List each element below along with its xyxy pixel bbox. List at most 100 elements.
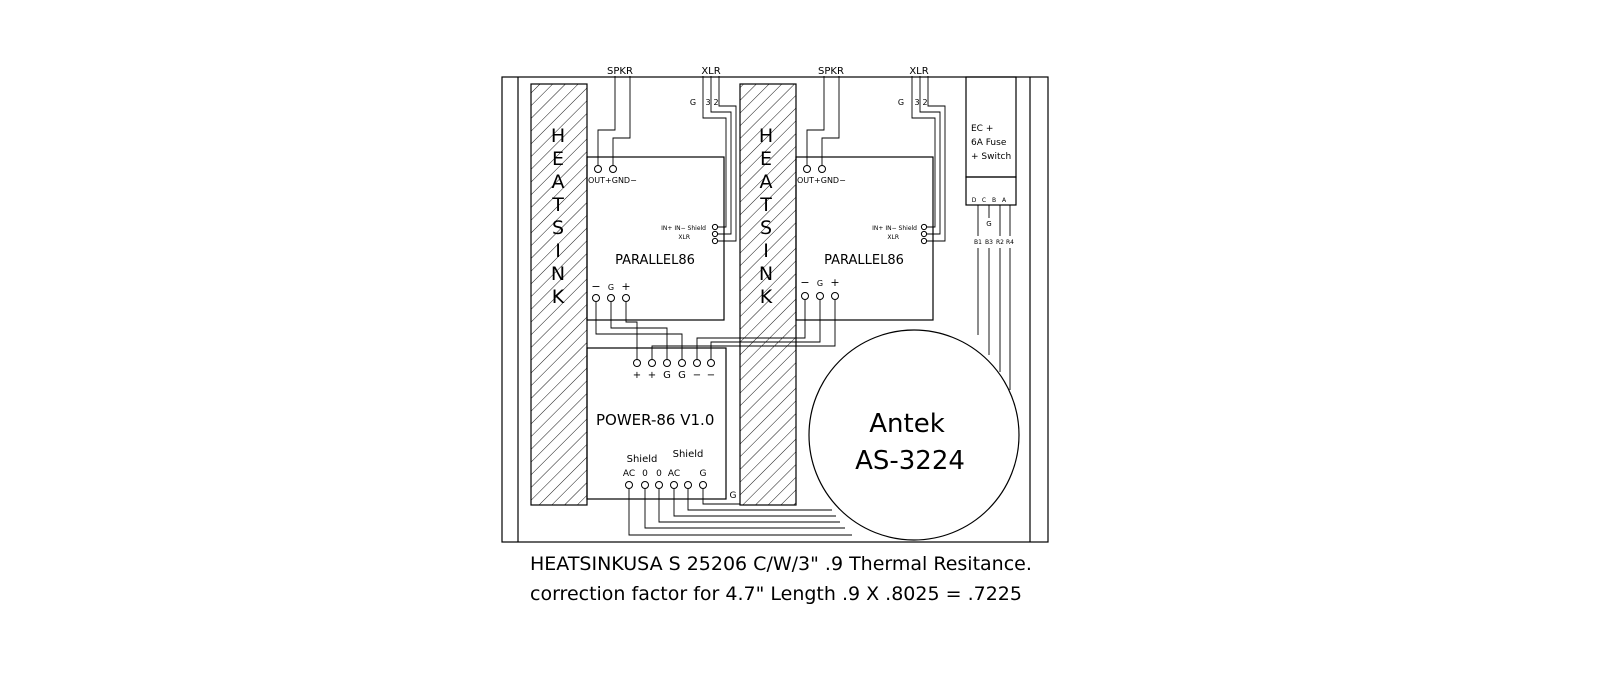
iec-label-line: + Switch (971, 152, 1011, 162)
heatsink-letter: H (759, 125, 773, 147)
heatsink-left (530, 83, 588, 506)
amp-power-terminal (622, 294, 630, 302)
heatsink-letter: I (763, 240, 769, 262)
amp-in-terminal (920, 237, 928, 245)
iec-pin: A (1002, 197, 1007, 204)
amp-power-pin: G (608, 283, 614, 292)
iec-pin: B (992, 197, 996, 204)
xlr-label: XLR (909, 66, 928, 77)
psu-ac-pin: 0 (656, 469, 662, 479)
amp-in-terminal (920, 223, 928, 231)
iec-wires (977, 205, 1011, 390)
chassis-ground-label: G (730, 491, 737, 501)
amp-in-terminal (711, 223, 719, 231)
amp-power-terminal (816, 292, 824, 300)
amp-power-terminal (831, 292, 839, 300)
heatsink-letter: S (760, 217, 772, 239)
amp-xlr-label: XLR (887, 234, 899, 241)
psu-ac-terminal (641, 481, 649, 489)
iec-pin: C (982, 197, 986, 204)
psu-dc-terminal (693, 359, 701, 367)
amp-power-pin: − (591, 280, 600, 293)
heatsink-letter: N (551, 263, 565, 285)
iec-label-line: 6A Fuse (971, 138, 1007, 148)
psu-dc-pin: − (693, 370, 701, 381)
caption-line-1: HEATSINKUSA S 25206 C/W/3" .9 Thermal Re… (530, 553, 1032, 575)
psu-dc-terminal (707, 359, 715, 367)
heatsink-letter: N (759, 263, 773, 285)
amp-input-label: IN+ IN− Shield (661, 225, 706, 232)
psu-dc-pin: + (633, 370, 641, 381)
ac-wires (628, 489, 852, 536)
amp-xlr-label: XLR (678, 234, 690, 241)
amp-input-label: IN+ IN− Shield (872, 225, 917, 232)
heatsink-right-label: H E A T S I N K (759, 125, 773, 308)
amp-power-pin: G (817, 279, 823, 288)
iec-label-line: EC + (971, 124, 993, 134)
heatsink-letter: A (552, 171, 565, 193)
xlr-pin: 2 (922, 98, 927, 107)
amp-gnd-terminal (818, 165, 826, 173)
transformer-model: AS-3224 (855, 446, 965, 476)
heatsink-left-label: H E A T S I N K (551, 125, 565, 308)
psu-ac-pin: G (700, 469, 707, 479)
psu-dc-pin: + (648, 370, 656, 381)
dc-power-wires (595, 300, 836, 359)
heatsink-letter: A (760, 171, 773, 193)
xlr-pin: 3 (705, 98, 710, 107)
amp-power-terminal (801, 292, 809, 300)
psu-dc-pin: G (678, 370, 686, 381)
chassis (501, 76, 1049, 543)
amp-out-terminal (594, 165, 602, 173)
heatsink-letter: K (552, 286, 565, 308)
psu-ac-terminal (699, 481, 707, 489)
psu-dc-terminal (678, 359, 686, 367)
iec-out-pin: B3 (985, 239, 993, 246)
amp-output-terminals: OUT+GND− (797, 176, 846, 185)
psu-dc-terminal (648, 359, 656, 367)
amp-power-pin: + (830, 276, 839, 289)
iec-ground: G (986, 220, 991, 228)
heatsink-letter: T (551, 194, 564, 216)
amp-in-terminal (711, 237, 719, 245)
amp-in-terminal (920, 230, 928, 238)
amp-board-left: PARALLEL86 OUT+GND− IN+ IN− Shield XLR −… (586, 156, 725, 321)
xlr-pin: G (898, 98, 904, 107)
xlr-label: XLR (701, 66, 720, 77)
amp-in-terminal (711, 230, 719, 238)
spkr-label: SPKR (818, 66, 844, 77)
amp-board-right: PARALLEL86 OUT+GND− IN+ IN− Shield XLR −… (795, 156, 934, 321)
xlr-pin: G (690, 98, 696, 107)
heatsink-letter: E (552, 148, 564, 170)
psu-ac-terminal (655, 481, 663, 489)
psu-shield-label: Shield (673, 449, 704, 460)
psu-ac-terminal (625, 481, 633, 489)
xlr-pin: 2 (713, 98, 718, 107)
amp-name: PARALLEL86 (615, 253, 695, 268)
psu-ac-pin: 0 (642, 469, 648, 479)
iec-pin: D (972, 197, 977, 204)
heatsink-letter: I (555, 240, 561, 262)
psu-board: POWER-86 V1.0 + + G G − − Shield Shield … (586, 347, 737, 501)
transformer: Antek AS-3224 (808, 329, 1020, 541)
psu-dc-pin: G (663, 370, 671, 381)
psu-ac-pin: AC (668, 469, 680, 479)
spkr-label: SPKR (607, 66, 633, 77)
heatsink-letter: S (552, 217, 564, 239)
psu-dc-pin: − (707, 370, 715, 381)
amp-gnd-terminal (609, 165, 617, 173)
psu-ac-terminal (670, 481, 678, 489)
xlr-pin: 3 (914, 98, 919, 107)
xlr-wires (702, 76, 946, 242)
iec-out-pin: R2 (996, 239, 1004, 246)
amp-name: PARALLEL86 (824, 253, 904, 268)
iec-inlet: EC + 6A Fuse + Switch D C B A G B1 B3 R2… (965, 76, 1017, 246)
amp-power-terminal (592, 294, 600, 302)
heatsink-letter: T (759, 194, 772, 216)
psu-name: POWER-86 V1.0 (596, 411, 714, 429)
amp-out-terminal (803, 165, 811, 173)
amp-power-terminal (607, 294, 615, 302)
caption-line-2: correction factor for 4.7" Length .9 X .… (530, 583, 1022, 605)
amp-output-terminals: OUT+GND− (588, 176, 637, 185)
